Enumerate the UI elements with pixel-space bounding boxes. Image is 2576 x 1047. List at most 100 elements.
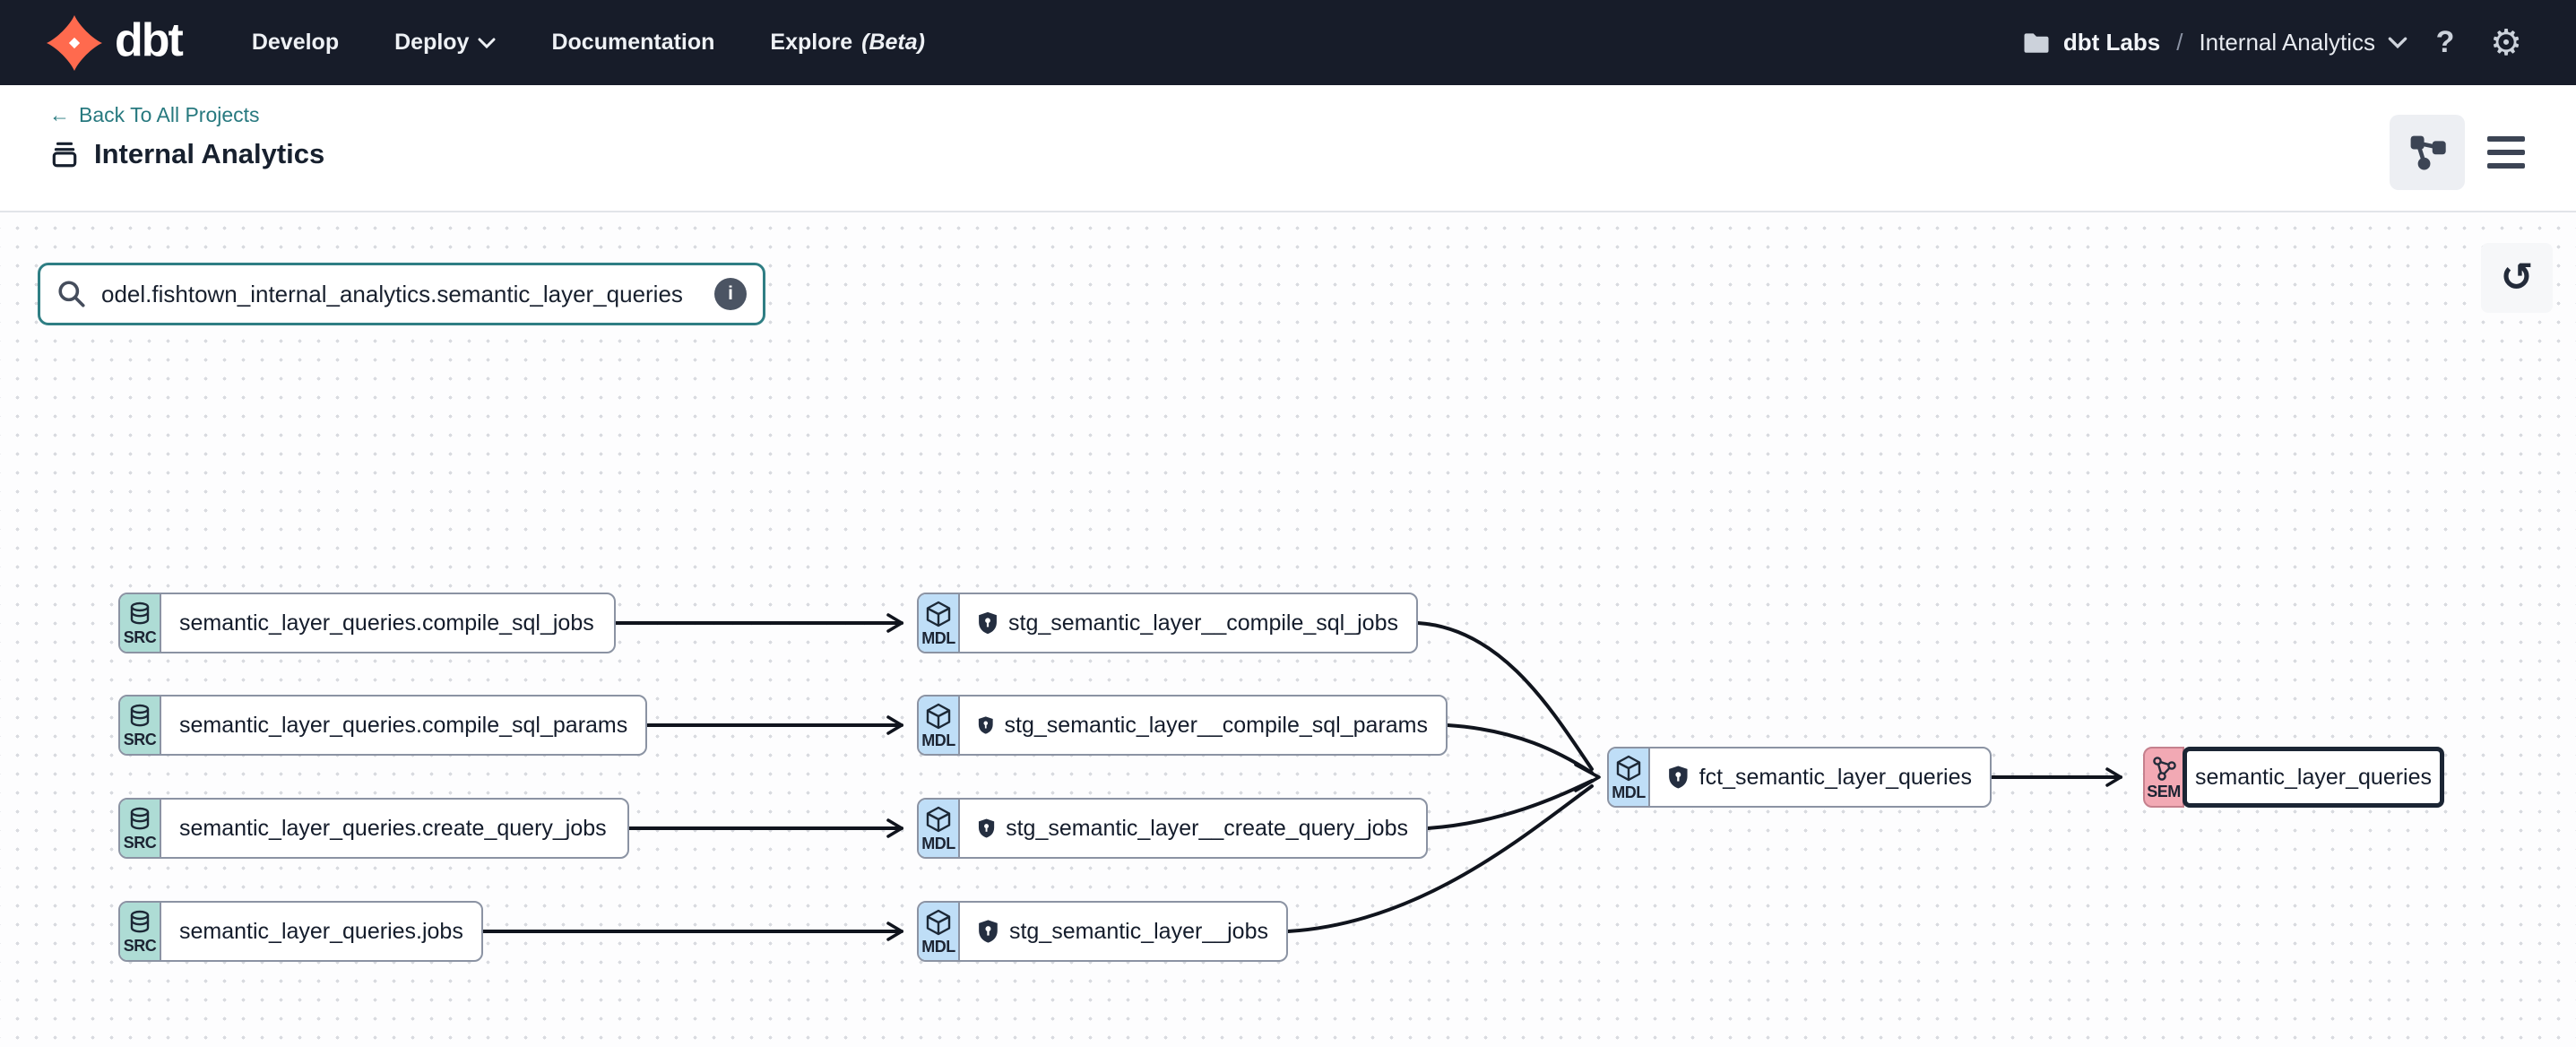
model-badge: MDL: [919, 800, 960, 857]
database-icon: [130, 807, 150, 830]
cube-icon: [926, 909, 951, 936]
org-name: dbt Labs: [2062, 29, 2161, 56]
hamburger-icon: [2487, 163, 2525, 169]
page-title: Internal Analytics: [94, 138, 325, 169]
title-row: Internal Analytics: [49, 138, 2576, 170]
badge-label: MDL: [921, 731, 955, 749]
badge-label: MDL: [921, 938, 955, 956]
hamburger-icon: [2487, 136, 2525, 142]
badge-label: SEM: [2147, 783, 2181, 800]
beta-tag: (Beta): [861, 30, 925, 55]
node-body: fct_semantic_layer_queries: [1650, 748, 1990, 806]
node-model-stg-create-query-jobs[interactable]: MDL stg_semantic_layer__create_query_job…: [917, 798, 1428, 859]
cube-icon: [926, 703, 951, 730]
node-source-compile-sql-jobs[interactable]: SRC semantic_layer_queries.compile_sql_j…: [118, 593, 616, 653]
node-label: stg_semantic_layer__compile_sql_jobs: [1008, 610, 1398, 636]
shield-icon: [978, 818, 995, 838]
node-label: semantic_layer_queries.jobs: [179, 918, 463, 944]
project-name: Internal Analytics: [2199, 29, 2375, 56]
search-icon: [58, 281, 85, 307]
chevron-down-icon: [478, 38, 496, 48]
gear-icon: ⚙: [2490, 22, 2522, 63]
node-semantic-layer-queries-selected[interactable]: SEM semantic_layer_queries: [2143, 747, 2444, 808]
edge-mdl2-fct: [1446, 723, 1594, 774]
node-label: semantic_layer_queries.compile_sql_jobs: [179, 610, 594, 636]
node-body: semantic_layer_queries.compile_sql_param…: [161, 697, 645, 754]
source-badge: SRC: [120, 697, 161, 754]
edge-mdl3-fct: [1426, 779, 1594, 830]
search-input[interactable]: odel.fishtown_internal_analytics.semanti…: [101, 280, 683, 307]
hamburger-icon: [2487, 150, 2525, 155]
model-badge: MDL: [919, 697, 960, 754]
node-label: semantic_layer_queries: [2194, 764, 2433, 790]
main-nav: Develop Deploy Documentation Explore (Be…: [252, 30, 925, 56]
nav-item-explore[interactable]: Explore (Beta): [770, 30, 925, 56]
nav-label: Deploy: [394, 30, 470, 55]
node-label: stg_semantic_layer__jobs: [1008, 918, 1268, 944]
node-body: semantic_layer_queries.compile_sql_jobs: [161, 594, 614, 652]
nav-label: Documentation: [551, 30, 715, 55]
reset-icon: ↺: [2500, 255, 2534, 300]
dbt-wordmark: dbt: [115, 13, 184, 66]
info-icon[interactable]: i: [714, 278, 747, 310]
cube-icon: [1616, 755, 1641, 782]
top-navbar: dbt Develop Deploy Documentation Explore…: [0, 0, 2576, 85]
node-body: semantic_layer_queries.create_query_jobs: [161, 800, 627, 857]
database-icon: [130, 704, 150, 727]
node-source-create-query-jobs[interactable]: SRC semantic_layer_queries.create_query_…: [118, 798, 629, 859]
info-glyph: i: [728, 283, 733, 304]
cube-icon: [926, 806, 951, 833]
lineage-view-button[interactable]: [2390, 115, 2465, 190]
node-body: stg_semantic_layer__compile_sql_jobs: [960, 594, 1416, 652]
back-to-projects-link[interactable]: ← Back To All Projects: [49, 103, 260, 127]
list-view-menu-button[interactable]: [2483, 128, 2529, 177]
node-source-compile-sql-params[interactable]: SRC semantic_layer_queries.compile_sql_p…: [118, 695, 647, 756]
cube-icon: [926, 601, 951, 627]
model-badge: MDL: [1609, 748, 1650, 806]
settings-button[interactable]: ⚙: [2483, 20, 2529, 66]
shield-icon: [979, 611, 997, 635]
source-badge: SRC: [120, 903, 161, 960]
semantic-network-icon: [2153, 757, 2176, 781]
semantic-badge: SEM: [2143, 747, 2184, 808]
shield-icon: [1669, 766, 1688, 789]
reset-view-button[interactable]: ↺: [2481, 243, 2553, 313]
node-body: stg_semantic_layer__create_query_jobs: [960, 800, 1426, 857]
badge-label: MDL: [1612, 783, 1646, 801]
project-header: ← Back To All Projects Internal Analytic…: [0, 85, 2576, 212]
lineage-graph-icon: [2410, 135, 2446, 170]
node-label: fct_semantic_layer_queries: [1699, 764, 1972, 790]
dbt-logo[interactable]: dbt: [47, 13, 184, 71]
nav-item-develop[interactable]: Develop: [252, 30, 339, 56]
breadcrumb-separator: /: [2176, 29, 2183, 56]
badge-label: SRC: [123, 628, 157, 646]
account-breadcrumb[interactable]: dbt Labs / Internal Analytics: [2022, 29, 2407, 56]
model-badge: MDL: [919, 594, 960, 652]
chevron-down-icon: [2388, 37, 2407, 48]
help-button[interactable]: ?: [2422, 20, 2468, 66]
dbt-logo-icon: [47, 14, 102, 71]
nav-item-deploy[interactable]: Deploy: [394, 30, 496, 56]
node-model-stg-compile-sql-params[interactable]: MDL stg_semantic_layer__compile_sql_para…: [917, 695, 1448, 756]
node-model-stg-compile-sql-jobs[interactable]: MDL stg_semantic_layer__compile_sql_jobs: [917, 593, 1418, 653]
folder-icon: [2024, 33, 2049, 53]
node-label: stg_semantic_layer__create_query_jobs: [1006, 815, 1408, 841]
node-label: semantic_layer_queries.compile_sql_param…: [179, 712, 628, 738]
model-badge: MDL: [919, 903, 960, 960]
node-source-jobs[interactable]: SRC semantic_layer_queries.jobs: [118, 901, 483, 962]
shield-icon: [979, 920, 998, 943]
source-badge: SRC: [120, 800, 161, 857]
node-model-fct-semantic-layer-queries[interactable]: MDL fct_semantic_layer_queries: [1607, 747, 1992, 808]
search-box: odel.fishtown_internal_analytics.semanti…: [38, 263, 765, 325]
badge-label: SRC: [123, 731, 157, 748]
node-label: stg_semantic_layer__compile_sql_params: [1004, 712, 1428, 738]
shield-icon: [978, 716, 993, 734]
database-icon: [130, 601, 150, 625]
node-model-stg-jobs[interactable]: MDL stg_semantic_layer__jobs: [917, 901, 1288, 962]
node-body: stg_semantic_layer__compile_sql_params: [960, 697, 1446, 754]
node-body: semantic_layer_queries.jobs: [161, 903, 481, 960]
lineage-canvas[interactable]: odel.fishtown_internal_analytics.semanti…: [0, 212, 2576, 1047]
question-mark-icon: ?: [2435, 25, 2455, 59]
nav-item-documentation[interactable]: Documentation: [551, 30, 714, 56]
